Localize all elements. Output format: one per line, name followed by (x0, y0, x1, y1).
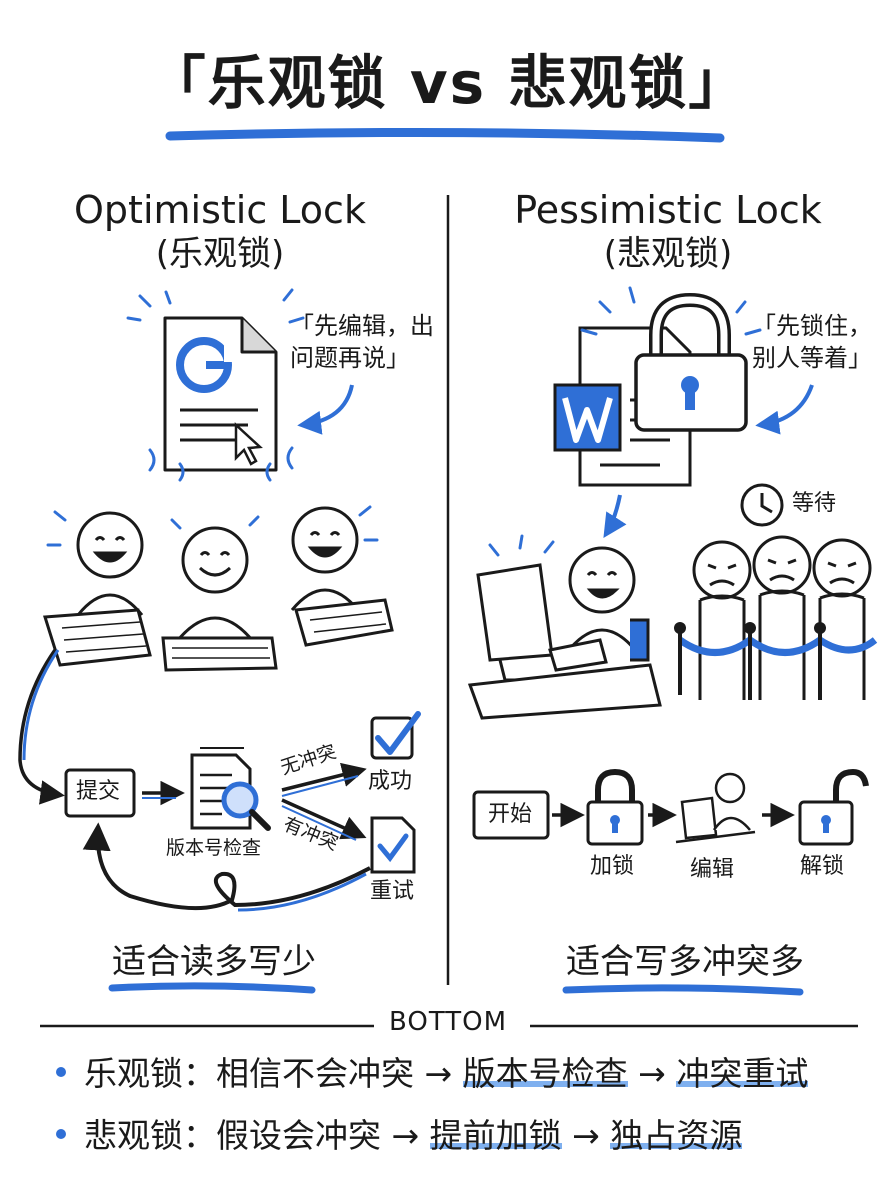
title-underline (165, 127, 725, 143)
pessimistic-quote: 「先锁住，别人等着」 (752, 312, 872, 373)
bottom-line-optimistic: 乐观锁：相信不会冲突 → 版本号检查 → 冲突重试 (56, 1054, 809, 1093)
keyboard-keys (61, 611, 387, 659)
edit-label: 编辑 (690, 857, 735, 882)
bottom-line-mid: 提前加锁 (429, 1116, 562, 1155)
bottom-line-pessimistic: 悲观锁：假设会冲突 → 提前加锁 → 独占资源 (56, 1116, 743, 1155)
optimistic-quote: 「先编辑，出问题再说」 (290, 312, 434, 373)
bottom-arrow: → (424, 1054, 453, 1093)
submit-label: 提交 (76, 779, 121, 804)
pessimistic-title: Pessimistic Lock (514, 188, 822, 232)
retry-label: 重试 (370, 879, 415, 904)
optimistic-subtitle: (乐观锁) (155, 234, 285, 274)
quote-arrow-left (297, 384, 354, 435)
bottom-line-tail: 冲突重试 (676, 1054, 809, 1093)
quote-arrow-right (755, 384, 814, 435)
user-glow (46, 505, 379, 547)
pessimistic-tagline: 适合写多冲突多 (566, 942, 804, 982)
lock-closed-icon (586, 768, 644, 846)
google-doc-icon (163, 316, 278, 472)
bullet-icon (56, 1128, 66, 1139)
bottom-line-head: 悲观锁：假设会冲突 (84, 1116, 381, 1155)
waiting-users (692, 535, 872, 700)
bottom-line-tail: 独占资源 (610, 1116, 743, 1155)
bottom-arrow: → (391, 1116, 420, 1155)
lock-open-icon (798, 768, 869, 846)
bottom-arrow: → (638, 1054, 666, 1093)
editing-user (467, 546, 662, 720)
bottom-arrow: → (572, 1116, 600, 1155)
submit-box (64, 768, 136, 818)
version-check-icon (190, 747, 271, 831)
optimistic-title: Optimistic Lock (74, 188, 366, 232)
waiting-label: 等待 (792, 491, 837, 516)
padlock-icon (634, 292, 748, 432)
flow-curve-down (18, 648, 65, 805)
retry-loop-arrow (82, 822, 371, 911)
right-tag-underline (562, 984, 804, 996)
retry-doc-icon (370, 816, 416, 874)
lock-glow (580, 286, 762, 336)
happy-users (43, 506, 394, 672)
bottom-line-head: 乐观锁：相信不会冲突 (84, 1054, 414, 1093)
bottom-line-mid: 版本号检查 (462, 1054, 628, 1093)
queue-barrier (674, 622, 878, 700)
bullet-icon (56, 1066, 66, 1077)
optimistic-tagline: 适合读多写少 (112, 942, 316, 982)
editing-mini-icon (675, 772, 756, 844)
start-box (472, 790, 550, 840)
lock-label: 加锁 (590, 854, 635, 879)
success-label: 成功 (368, 769, 413, 794)
clock-icon (740, 483, 784, 527)
left-tag-underline (108, 982, 316, 994)
version-check-label: 版本号检查 (166, 837, 262, 859)
bottom-heading: BOTTOM (388, 1007, 508, 1037)
success-check-icon (370, 711, 421, 760)
page-title: 「乐观锁 vs 悲观锁」 (147, 49, 749, 117)
unlock-label: 解锁 (800, 854, 845, 879)
pessimistic-subtitle: (悲观锁) (603, 234, 733, 274)
excitement-marks (126, 288, 305, 482)
start-label: 开始 (488, 802, 533, 827)
